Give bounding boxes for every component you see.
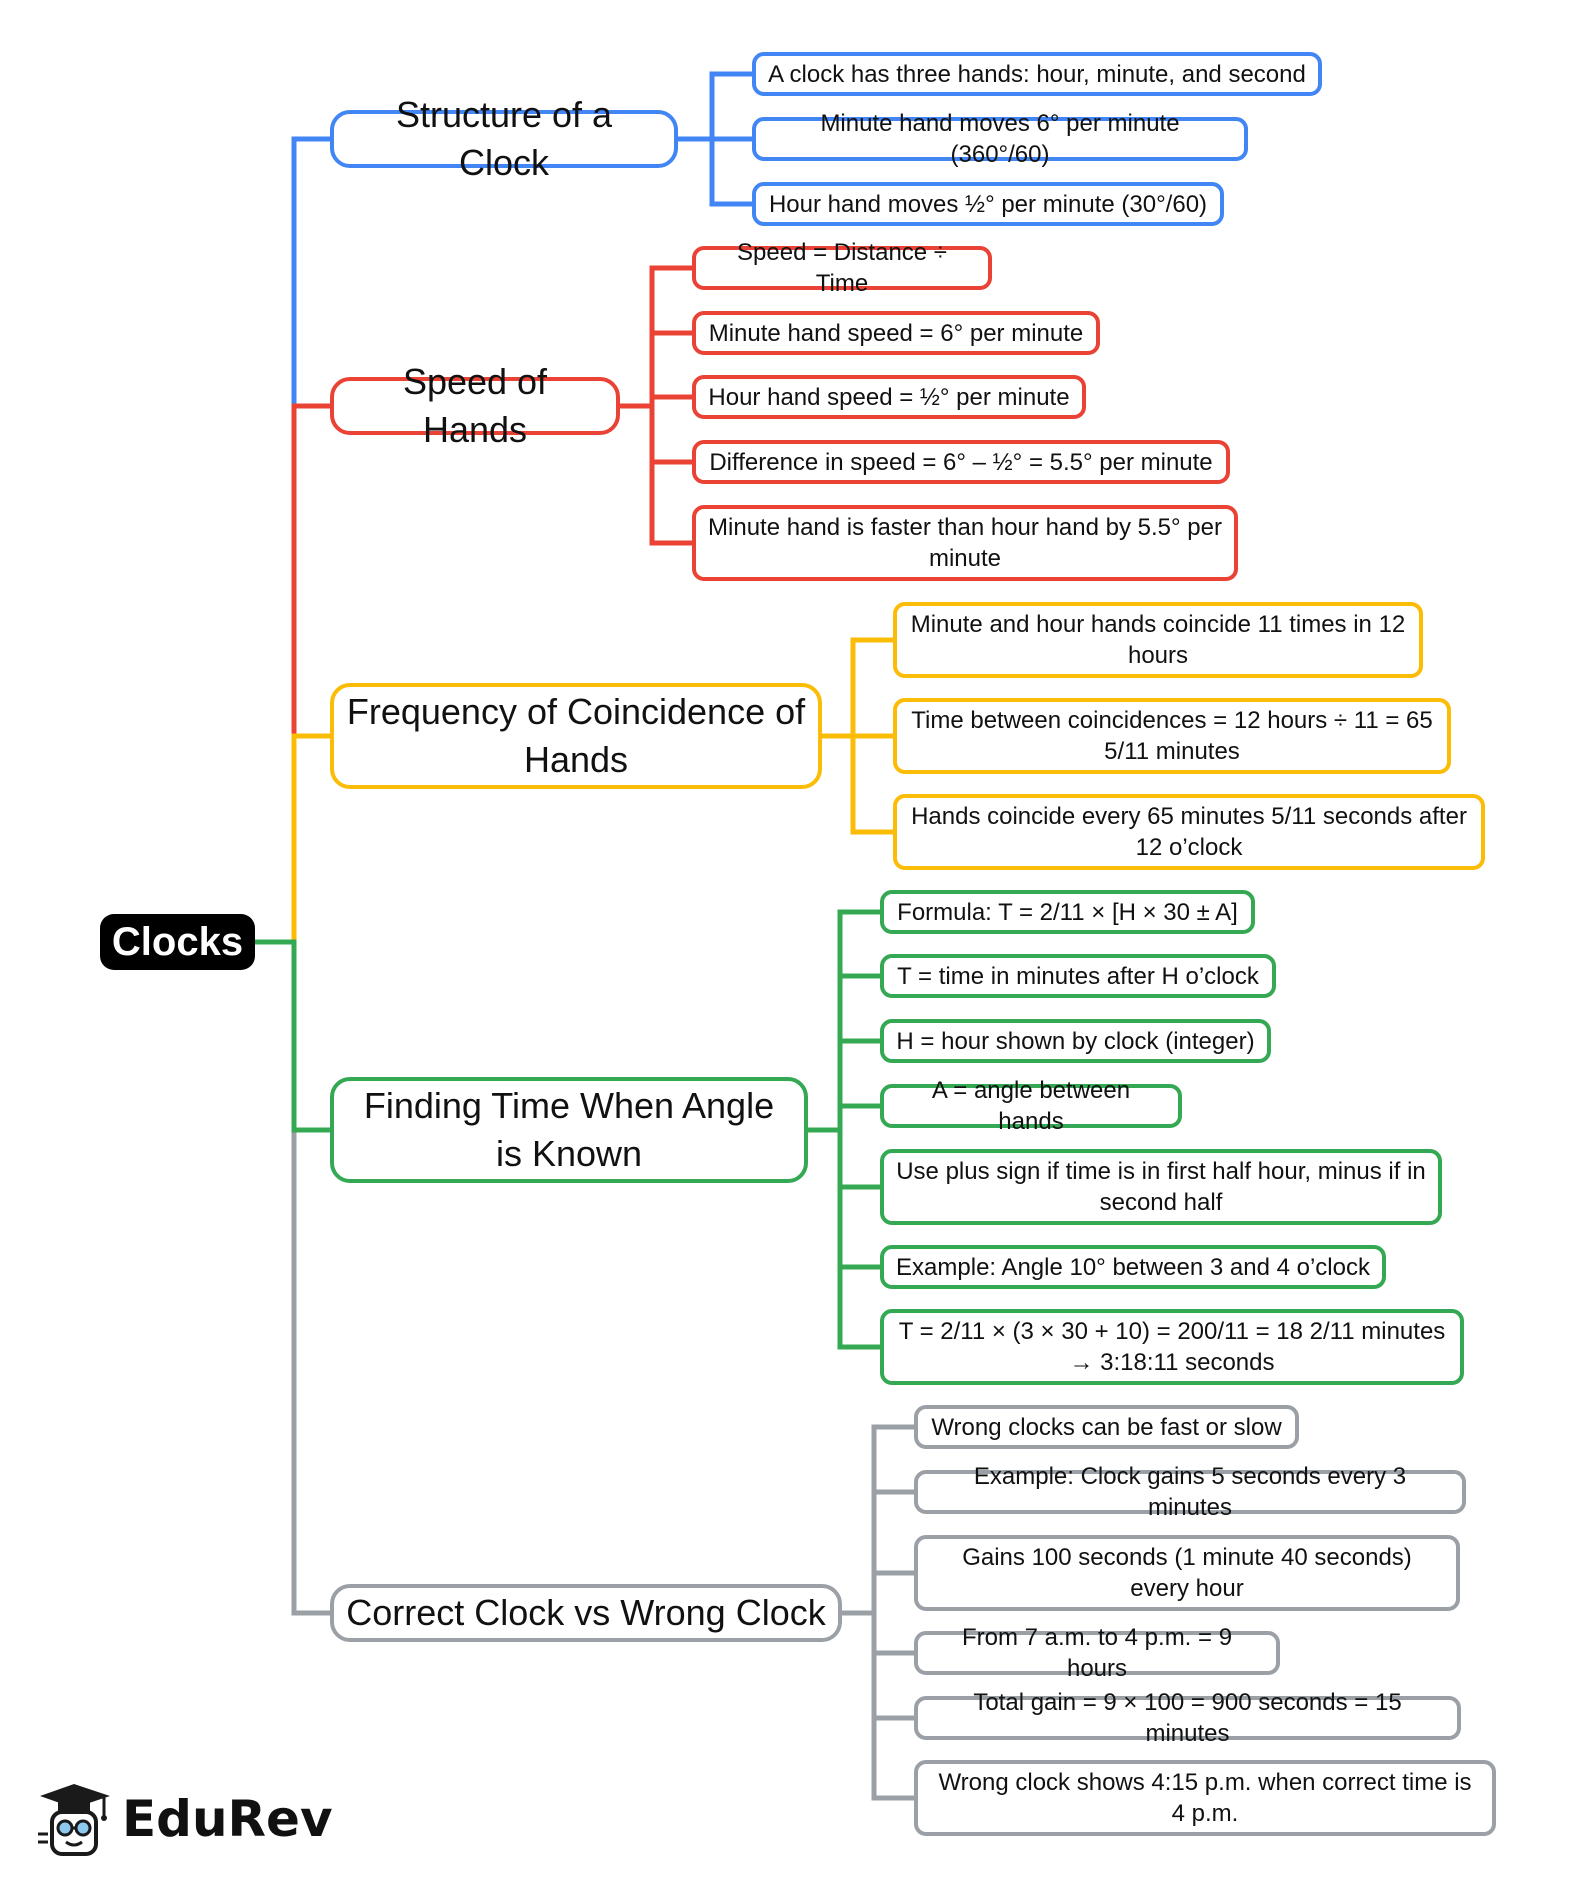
edurev-logo[interactable]: EduRev	[30, 1782, 333, 1862]
leaf-finding-7[interactable]: T = 2/11 × (3 × 30 + 10) = 200/11 = 18 2…	[880, 1309, 1464, 1385]
leaf-speed-1[interactable]: Speed = Distance ÷ Time	[692, 239, 992, 297]
root-node[interactable]: Clocks	[100, 914, 255, 970]
leaf-speed-5[interactable]: Minute hand is faster than hour hand by …	[692, 505, 1238, 581]
brand-name: EduRev	[122, 1790, 333, 1848]
leaf-wrong-3[interactable]: Gains 100 seconds (1 minute 40 seconds) …	[914, 1535, 1460, 1611]
branch-speed[interactable]: Speed of Hands	[330, 361, 620, 450]
leaf-frequency-1[interactable]: Minute and hour hands coincide 11 times …	[893, 602, 1423, 678]
leaf-wrong-2[interactable]: Example: Clock gains 5 seconds every 3 m…	[914, 1463, 1466, 1521]
leaf-frequency-3[interactable]: Hands coincide every 65 minutes 5/11 sec…	[893, 794, 1485, 870]
branch-structure[interactable]: Structure of a Clock	[330, 94, 678, 183]
leaf-finding-5[interactable]: Use plus sign if time is in first half h…	[880, 1149, 1442, 1225]
leaf-finding-6[interactable]: Example: Angle 10° between 3 and 4 o’clo…	[880, 1245, 1386, 1289]
leaf-wrong-4[interactable]: From 7 a.m. to 4 p.m. = 9 hours	[914, 1624, 1280, 1682]
leaf-speed-2[interactable]: Minute hand speed = 6° per minute	[692, 311, 1100, 355]
graduation-cap-icon	[38, 1784, 110, 1856]
leaf-speed-4[interactable]: Difference in speed = 6° – ½° = 5.5° per…	[692, 440, 1230, 484]
branch-finding[interactable]: Finding Time When Angle is Known	[330, 1077, 808, 1183]
leaf-structure-1[interactable]: A clock has three hands: hour, minute, a…	[752, 52, 1322, 96]
leaf-finding-1[interactable]: Formula: T = 2/11 × [H × 30 ± A]	[880, 890, 1255, 934]
leaf-structure-3[interactable]: Hour hand moves ½° per minute (30°/60)	[752, 182, 1224, 226]
leaf-finding-4[interactable]: A = angle between hands	[880, 1077, 1182, 1135]
leaf-wrong-1[interactable]: Wrong clocks can be fast or slow	[914, 1405, 1299, 1449]
leaf-wrong-5[interactable]: Total gain = 9 × 100 = 900 seconds = 15 …	[914, 1689, 1461, 1747]
leaf-frequency-2[interactable]: Time between coincidences = 12 hours ÷ 1…	[893, 698, 1451, 774]
leaf-structure-2[interactable]: Minute hand moves 6° per minute (360°/60…	[752, 110, 1248, 168]
branch-frequency[interactable]: Frequency of Coincidence of Hands	[330, 683, 822, 789]
leaf-speed-3[interactable]: Hour hand speed = ½° per minute	[692, 375, 1086, 419]
branch-wrong[interactable]: Correct Clock vs Wrong Clock	[330, 1584, 842, 1642]
leaf-finding-3[interactable]: H = hour shown by clock (integer)	[880, 1019, 1271, 1063]
leaf-wrong-6[interactable]: Wrong clock shows 4:15 p.m. when correct…	[914, 1760, 1496, 1836]
leaf-finding-2[interactable]: T = time in minutes after H o’clock	[880, 954, 1276, 998]
